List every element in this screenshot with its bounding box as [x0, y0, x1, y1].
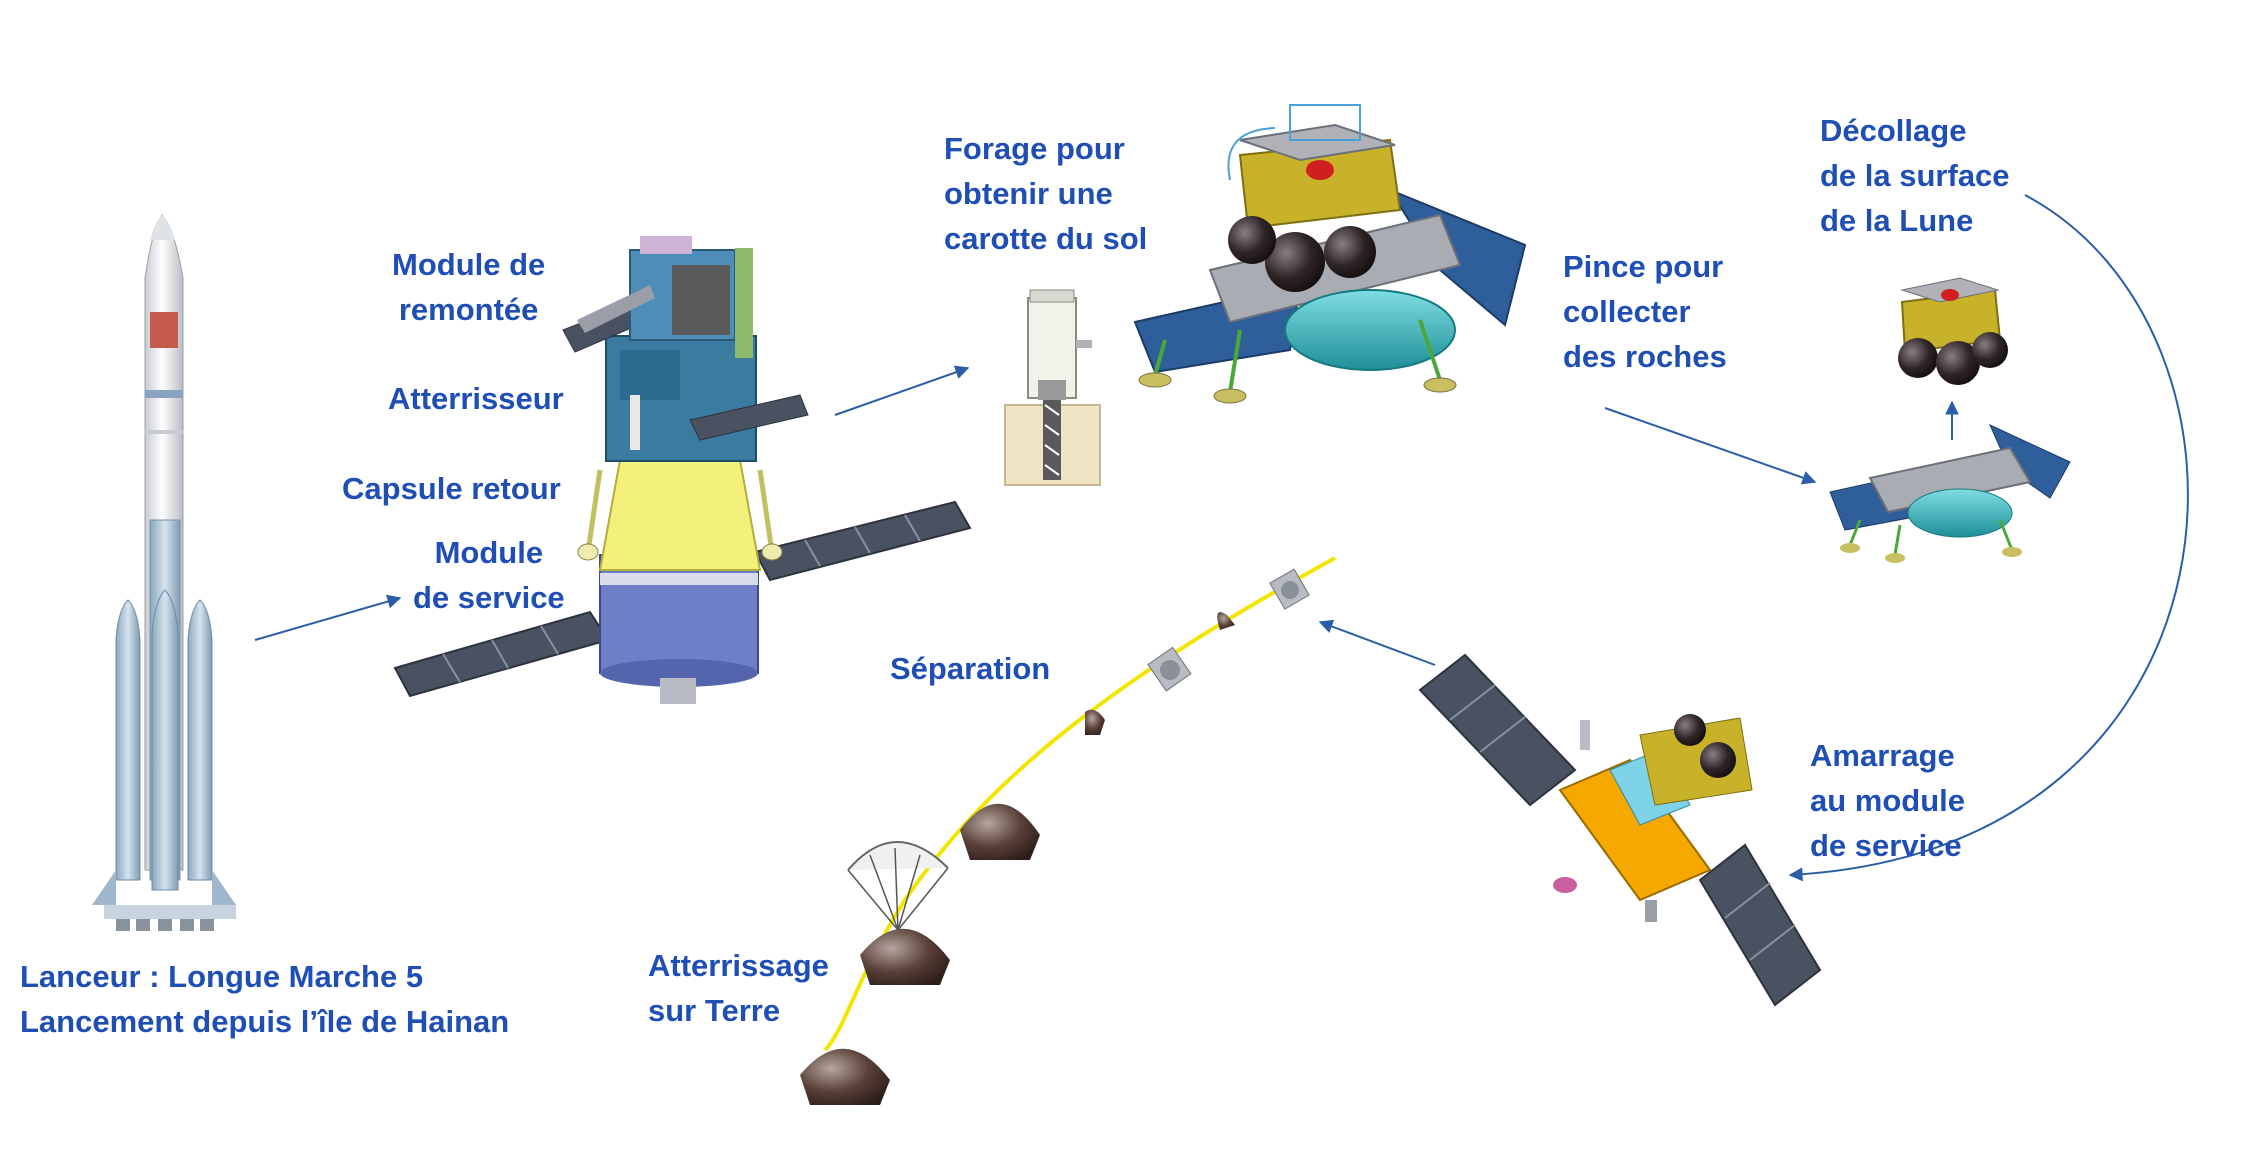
drilling-line-1: Forage pour [944, 131, 1125, 166]
return-capsule-label: Capsule retour [342, 471, 561, 506]
service-module-line-1: Module [434, 535, 544, 570]
earth-landing-line-1: Atterrissage [648, 948, 829, 983]
long-march-5-rocket-icon [92, 214, 236, 931]
drilling-line-2: obtenir une [944, 176, 1113, 211]
scoop-line-3: des roches [1563, 339, 1727, 374]
lunar-lander-empty-icon [1829, 423, 2071, 563]
earth-landing-line-2: sur Terre [648, 993, 781, 1028]
drilling-line-3: carotte du sol [944, 221, 1148, 256]
ascent-module-label: Module de remontée [392, 242, 545, 332]
orbiter-with-ascent-vehicle-icon [1418, 653, 1822, 1007]
arrow-liftoff-to-docking [1788, 194, 2189, 882]
separation-label: Séparation [890, 651, 1051, 686]
launcher-line-2: Lancement depuis l’île de Hainan [20, 1004, 510, 1039]
liftoff-label: Décollage de la surface de la Lune [1820, 108, 2010, 243]
launcher-label: Lanceur : Longue Marche 5 Lancement depu… [20, 954, 509, 1044]
drilling-label: Forage pour obtenir une carotte du sol [944, 126, 1147, 261]
flow-arrows [254, 194, 2189, 882]
drill-core-sampler-icon [1004, 289, 1101, 486]
lunar-lander-icon [1133, 104, 1527, 404]
liftoff-line-1: Décollage [1820, 113, 1967, 148]
chang-e-5-stack-icon [393, 236, 972, 704]
ascent-module-line-2: remontée [398, 292, 539, 327]
scoop-line-1: Pince pour [1563, 249, 1724, 284]
scoop-line-2: collecter [1563, 294, 1691, 329]
service-module-label: Module de service [413, 530, 565, 620]
ascent-module-line-1: Module de [392, 247, 546, 282]
return-capsule-icon [800, 568, 1310, 1105]
liftoff-line-2: de la surface [1820, 158, 2010, 193]
liftoff-line-3: de la Lune [1820, 203, 1974, 238]
docking-line-2: au module [1810, 783, 1966, 818]
docking-line-3: de service [1810, 828, 1962, 863]
launcher-line-1: Lanceur : Longue Marche 5 [20, 959, 424, 994]
arrow-docking-to-return [1318, 619, 1436, 666]
ascent-vehicle-icon [1898, 277, 2008, 385]
scoop-label: Pince pour collecter des roches [1563, 244, 1727, 379]
arrow-scoop-to-lander [1604, 407, 1817, 485]
return-trajectory-line [823, 556, 1336, 1052]
earth-landing-label: Atterrissage sur Terre [648, 943, 829, 1033]
lander-label: Atterrisseur [388, 381, 564, 416]
docking-label: Amarrage au module de service [1810, 733, 1965, 868]
parachute-icon [847, 841, 949, 931]
service-module-line-2: de service [413, 580, 565, 615]
arrow-stack-to-drill [834, 365, 970, 416]
docking-line-1: Amarrage [1810, 738, 1955, 773]
arrow-launch-to-stack [254, 594, 402, 641]
